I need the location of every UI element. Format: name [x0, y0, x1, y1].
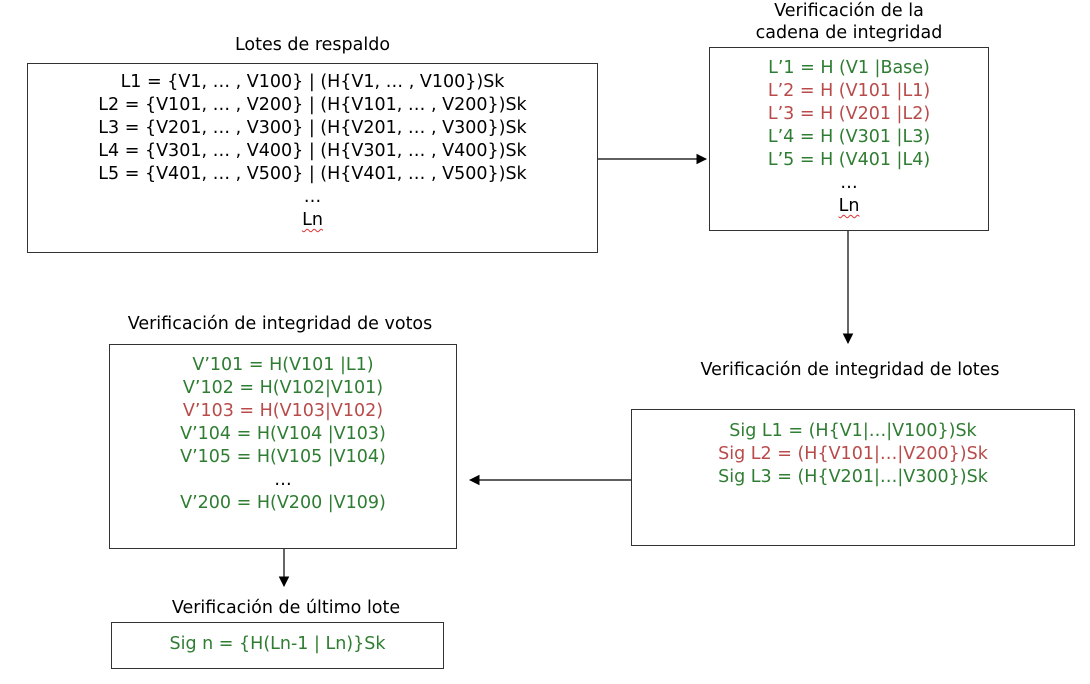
backup-line: L1 = {V1, … , V100} | (H{V1, … , V100})S…: [120, 72, 505, 92]
chain-line: L’1 = H (V1 |Base): [768, 58, 930, 78]
vote-line: V’200 = H(V200 |V109): [180, 493, 386, 513]
batch-integrity-title: Verificación de integridad de lotes: [700, 360, 1000, 380]
backup-batches-box: L1 = {V1, … , V100} | (H{V1, … , V100})S…: [27, 63, 598, 253]
backup-line-ln: Ln: [28, 209, 597, 232]
vote-line: V’101 = H(V101 |L1): [192, 355, 374, 375]
vote-integrity-title: Verificación de integridad de votos: [127, 314, 433, 334]
vote-line: V’104 = H(V104 |V103): [180, 424, 386, 444]
batch-sig-line: Sig L1 = (H{V1|…|V100})Sk: [729, 421, 977, 441]
chain-verification-box: L’1 = H (V1 |Base) L’2 = H (V101 |L1) L’…: [709, 47, 989, 231]
backup-line-ellipsis: …: [303, 187, 322, 207]
chain-line-ln: Ln: [710, 195, 988, 218]
backup-line: L5 = {V401, … , V500} | (H{V401, … , V50…: [98, 164, 527, 184]
vote-line-ellipsis: …: [274, 470, 292, 490]
vote-line: V’103 = H(V103|V102): [182, 401, 384, 421]
batch-sig-line: Sig L3 = (H{V201|…|V300})Sk: [718, 467, 988, 487]
backup-line: L2 = {V101, … , V200} | (H{V101, … , V20…: [98, 95, 527, 115]
last-batch-box: Sig n = {H(Ln-1 | Ln)}Sk: [111, 622, 444, 669]
vote-line: V’102 = H(V102|V101): [182, 378, 384, 398]
chain-line: L’4 = H (V301 |L3): [767, 127, 931, 147]
backup-line: L3 = {V201, … , V300} | (H{V201, … , V30…: [98, 118, 527, 138]
chain-line: L’2 = H (V101 |L1): [767, 81, 931, 101]
chain-line: L’5 = H (V401 |L4): [767, 150, 931, 170]
chain-ln-text: Ln: [838, 196, 860, 216]
chain-line-ellipsis: …: [840, 173, 858, 193]
chain-line: L’3 = H (V201 |L2): [767, 104, 931, 124]
last-batch-line: Sig n = {H(Ln-1 | Ln)}Sk: [169, 634, 386, 654]
backup-ln-text: Ln: [302, 210, 323, 230]
chain-verification-title: Verificación de la cadena de integridad: [709, 0, 989, 44]
batch-integrity-box: Sig L1 = (H{V1|…|V100})Sk Sig L2 = (H{V1…: [631, 409, 1075, 546]
batch-sig-line: Sig L2 = (H{V101|…|V200})Sk: [718, 444, 988, 464]
vote-integrity-box: V’101 = H(V101 |L1) V’102 = H(V102|V101)…: [109, 344, 457, 549]
chain-title-line-1: Verificación de la: [774, 1, 924, 21]
backup-line: L4 = {V301, … , V400} | (H{V301, … , V40…: [98, 141, 527, 161]
chain-title-line-2: cadena de integridad: [755, 23, 943, 43]
vote-line: V’105 = H(V105 |V104): [180, 447, 386, 467]
last-batch-title: Verificación de último lote: [171, 598, 401, 618]
backup-batches-title: Lotes de respaldo: [234, 35, 391, 55]
